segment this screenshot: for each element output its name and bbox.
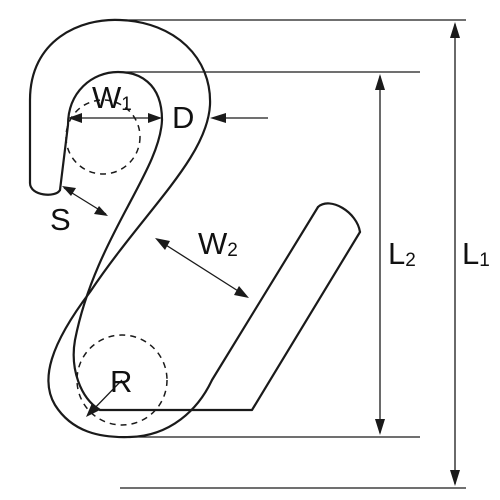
hook-open-end bbox=[28, 181, 62, 196]
hook-inner-edge bbox=[72, 118, 362, 412]
bottom-radius-circle bbox=[76, 334, 168, 426]
l1-dimension-line bbox=[450, 22, 460, 486]
w1-label: W1 bbox=[92, 80, 132, 115]
l2-label: L2 bbox=[388, 236, 416, 271]
s-hook-outline bbox=[28, 18, 362, 439]
d-label: D bbox=[172, 100, 194, 135]
hook-outer-edge bbox=[28, 18, 320, 439]
r-label: R bbox=[110, 364, 132, 399]
s-label: S bbox=[50, 202, 71, 237]
w1-dimension-line bbox=[68, 113, 162, 123]
s-dimension-line bbox=[62, 186, 108, 216]
l1-label: L1 bbox=[462, 236, 490, 271]
l2-dimension-line bbox=[375, 74, 385, 435]
r-radius-leader bbox=[86, 379, 123, 417]
w2-dimension-line bbox=[155, 238, 249, 298]
top-radius-circle bbox=[65, 99, 141, 175]
w2-label: W2 bbox=[198, 226, 238, 261]
extension-lines bbox=[120, 19, 466, 489]
hook-top-inner-bowl bbox=[58, 70, 164, 192]
hook-tip-end bbox=[316, 202, 362, 234]
d-leader-line bbox=[210, 113, 268, 123]
